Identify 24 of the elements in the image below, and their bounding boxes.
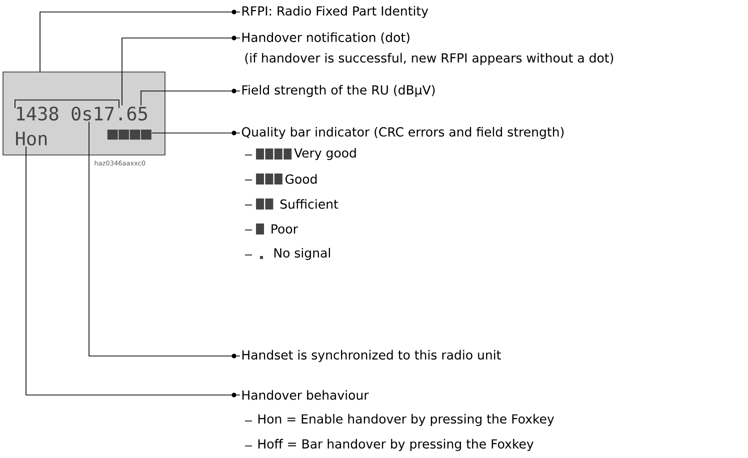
leader-line bbox=[151, 132, 240, 134]
description-text: RFPI: Radio Fixed Part Identity bbox=[242, 6, 428, 18]
leader-line bbox=[122, 38, 240, 106]
description-text: (if handover is successful, new RFPI appears without a dot) bbox=[245, 52, 614, 66]
description-text: Field strength of the RU (dBµV) bbox=[242, 84, 435, 98]
description-text: Quality bar indicator (CRC errors and field strength) bbox=[242, 126, 564, 140]
description-text: Poor bbox=[272, 224, 298, 234]
description-text: Sufficient bbox=[280, 199, 338, 209]
description-text: Good bbox=[286, 174, 317, 184]
leader-line bbox=[140, 90, 240, 106]
description-text: Hoff = Bar handover by pressing the Foxkey bbox=[258, 438, 534, 452]
description-text: Handset is synchronized to this radio unit bbox=[242, 350, 501, 362]
display-readout: 1438 0s17.65 bbox=[17, 106, 147, 121]
description-text: No signal bbox=[274, 248, 330, 260]
description-text: Handover notification (dot) bbox=[242, 32, 410, 44]
leader-line bbox=[40, 12, 240, 72]
display-text: Hon bbox=[16, 132, 47, 146]
description-text: Handover behaviour bbox=[242, 390, 369, 400]
leader-line bbox=[26, 146, 240, 396]
quality-bar-icon bbox=[107, 130, 152, 140]
description-text: Hon = Enable handover by pressing the Foxkey bbox=[258, 414, 554, 426]
description-text: Very good bbox=[294, 148, 356, 160]
display-box bbox=[2, 72, 166, 156]
leader-line bbox=[88, 121, 240, 356]
